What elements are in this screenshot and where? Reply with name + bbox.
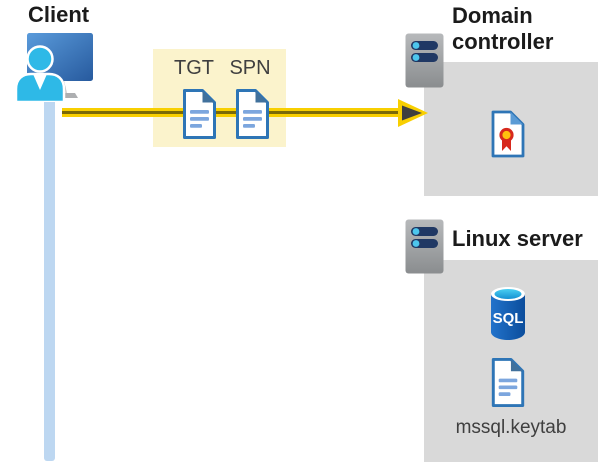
spn-label: SPN [229,57,271,79]
domain-controller-label: Domain controller [452,3,554,54]
client-label: Client [28,2,90,27]
keytab-document-icon [491,357,525,408]
linux-server-label: Linux server [452,226,583,251]
client-icon [14,33,93,102]
keytab-filename-label: mssql.keytab [455,417,567,438]
certificate-icon [491,110,525,158]
client-timeline-line [44,97,55,461]
tgt-document-icon [183,89,216,139]
linux-server-server-icon [405,219,444,274]
spn-document-icon [236,89,269,139]
domain-controller-server-icon [405,33,444,88]
sql-label: SQL [493,310,524,327]
arrow-head-icon [398,99,428,127]
sql-database-icon: SQL [491,287,525,340]
person-icon [14,45,66,102]
tgt-label: TGT [174,57,214,79]
auth-arrow-core-stripe [62,111,402,114]
